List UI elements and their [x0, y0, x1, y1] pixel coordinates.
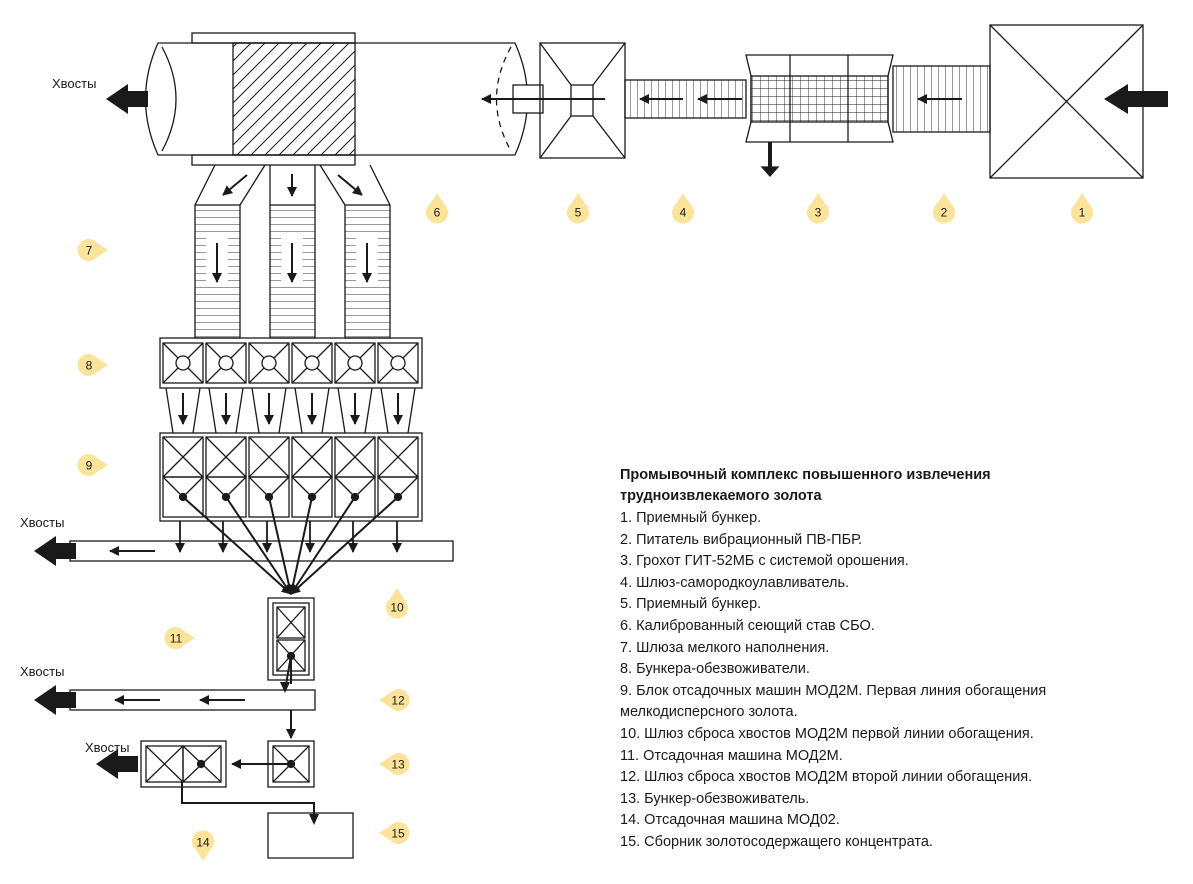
marker-7: 7 [77, 239, 108, 262]
legend-item: 9. Блок отсадочных машин МОД2М. Первая л… [620, 682, 1047, 699]
bunker-cell [291, 342, 333, 384]
bunker-outlet-arrow [208, 387, 244, 434]
bunker-outlet-arrow [165, 387, 201, 434]
marker-number: 6 [434, 206, 441, 220]
bunker-outlet-arrow [294, 387, 330, 434]
concentrate-arrow [225, 496, 292, 595]
drum-outlets [194, 164, 391, 206]
legend-list: 1. Приемный бункер. 2. Питатель вибрацион… [620, 508, 1185, 854]
bunker-cell [248, 342, 290, 384]
drum-tailings-arrow [106, 84, 148, 114]
marker-number: 10 [390, 601, 404, 615]
bunker-cell [377, 342, 419, 384]
tailings-label-line1: Хвосты [20, 515, 64, 530]
tailings-label-drum: Хвосты [52, 76, 96, 91]
marker-number: 13 [391, 758, 405, 772]
receiving-bunker-1 [989, 24, 1168, 179]
nugget-sluice-4 [624, 79, 747, 119]
receiving-hopper-5 [539, 42, 626, 159]
marker-9: 9 [77, 454, 108, 476]
legend-item: 7. Шлюза мелкого наполнения. [620, 639, 830, 656]
legend-item: 15. Сборник золотосодержащего концентрат… [620, 833, 933, 850]
marker-13: 13 [379, 753, 410, 775]
legend-title-line2: трудноизвлекаемого золота [620, 488, 822, 504]
legend-item: мелкодисперсного золота. [620, 704, 798, 721]
fine-sluices-7 [194, 204, 391, 339]
marker-3: 3 [806, 193, 829, 224]
jig-block-9 [159, 432, 423, 522]
marker-number: 11 [170, 632, 183, 646]
legend-item: 10. Шлюз сброса хвостов МОД2М первой лин… [620, 725, 1034, 742]
legend-title-line1: Промывочный комплекс повышенного извлече… [620, 467, 991, 483]
concentrate-arrow [268, 496, 294, 595]
legend-title: Промывочный комплекс повышенного извлече… [620, 465, 1185, 507]
legend-item: 12. Шлюз сброса хвостов МОД2М второй лин… [620, 769, 1033, 786]
legend-item: 2. Питатель вибрационный ПВ-ПБР. [620, 531, 863, 548]
jig-cell [205, 436, 247, 518]
marker-number: 7 [86, 244, 93, 258]
marker-number: 5 [575, 206, 582, 220]
bunker-outlet-arrow [380, 387, 416, 434]
bunker-cell [162, 342, 204, 384]
tailings-sluice-10 [34, 521, 454, 566]
marker-number: 2 [941, 206, 948, 220]
marker-number: 4 [680, 206, 687, 220]
marker-8: 8 [77, 354, 108, 377]
vibrating-screen-3 [745, 54, 894, 177]
marker-15: 15 [379, 822, 410, 845]
tailings-label-line2: Хвосты [20, 664, 64, 679]
legend-item: 8. Бункера-обезвоживатели. [620, 661, 810, 678]
concentrate-collector-15 [267, 812, 354, 859]
marker-6: 6 [425, 193, 448, 224]
legend-item: 14. Отсадочная машина МОД02. [620, 812, 840, 829]
bunker-cell [205, 342, 247, 384]
marker-number: 9 [86, 459, 93, 473]
dewatering-bunker-13 [231, 740, 315, 788]
bunker-to-jig-arrows [165, 387, 416, 434]
vibratory-feeder-2 [892, 65, 991, 133]
marker-5: 5 [567, 193, 589, 224]
jig-cell [334, 436, 376, 518]
marker-11: 11 [164, 627, 195, 649]
legend-item: 3. Грохот ГИТ-52МБ с системой орошения. [620, 553, 909, 570]
marker-number: 15 [391, 827, 405, 841]
marker-2: 2 [933, 193, 956, 224]
bunker-outlet-arrow [337, 387, 373, 434]
legend-item: 1. Приемный бункер. [620, 510, 762, 526]
jig-cell [162, 436, 204, 518]
drum-screen-6 [144, 32, 605, 166]
jig-cell [248, 436, 290, 518]
legend-item: 6. Калиброванный сеющий став СБО. [620, 617, 875, 634]
concentrate-arrow [290, 496, 356, 595]
marker-number: 14 [196, 836, 210, 850]
marker-14: 14 [192, 830, 215, 861]
bunker-cell [334, 342, 376, 384]
legend-item: 5. Приемный бункер. [620, 596, 762, 613]
concentrate-arrow [288, 496, 313, 595]
dewatering-bunkers-8 [159, 337, 423, 389]
bunker-outlet-arrow [251, 387, 287, 434]
tailings-label-mod02: Хвосты [85, 740, 129, 755]
legend: Промывочный комплекс повышенного извлече… [620, 465, 1185, 854]
concentrate-lines [182, 496, 399, 595]
marker-1: 1 [1070, 193, 1093, 224]
marker-12: 12 [379, 689, 410, 711]
marker-10: 10 [386, 588, 409, 619]
jig-cell [377, 436, 419, 518]
jig-cell [291, 436, 333, 518]
legend-item: 11. Отсадочная машина МОД2М. [620, 747, 843, 764]
tailings-sluice-12 [34, 656, 316, 739]
marker-number: 1 [1079, 206, 1086, 220]
legend-item: 4. Шлюз-самородкоулавливатель. [620, 574, 850, 591]
marker-number: 8 [86, 359, 93, 373]
legend-item: 13. Бункер-обезвоживатель. [620, 790, 810, 807]
concentrate-arrow [290, 496, 399, 595]
marker-number: 12 [391, 694, 405, 708]
jig-machine-14 [96, 740, 319, 825]
marker-number: 3 [815, 206, 822, 220]
marker-4: 4 [672, 193, 694, 224]
concentrate-arrow [182, 496, 292, 595]
